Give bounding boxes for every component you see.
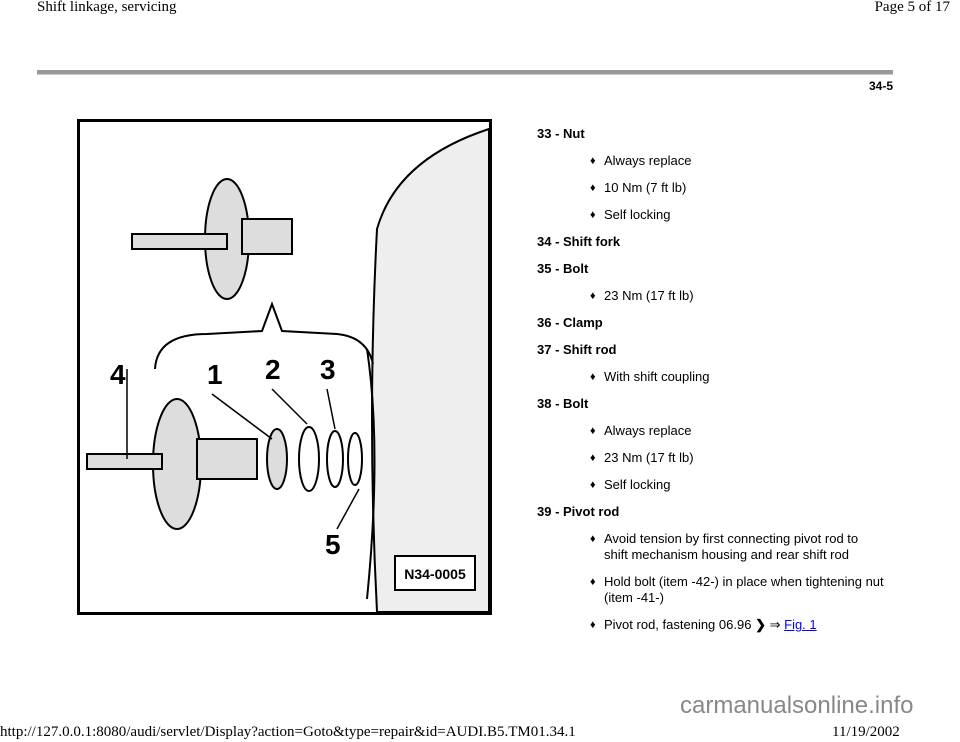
parts-list: 33 - NutAlways replace 10 Nm (7 ft lb) Sel… — [537, 126, 897, 644]
part-note: Self locking — [590, 207, 884, 223]
fig-1-link[interactable]: Fig. 1 — [784, 617, 817, 632]
callout-2: 2 — [265, 354, 281, 385]
part-note: Avoid tension by first connecting pivot … — [590, 531, 884, 563]
part-note: Self locking — [590, 477, 884, 493]
callout-4: 4 — [110, 359, 126, 390]
exploded-view-illustration: 4 1 2 3 5 N34-0005 — [77, 119, 492, 615]
part-heading: 39 - Pivot rod — [537, 504, 620, 519]
footer-date: 11/19/2002 — [832, 724, 900, 740]
part-note: 23 Nm (17 ft lb) — [590, 450, 884, 466]
part-note: Pivot rod, fastening 06.96 — [604, 617, 752, 632]
part-note: With shift coupling — [590, 369, 884, 385]
part-heading: 37 - Shift rod — [537, 342, 617, 357]
part-note: Always replace — [590, 423, 884, 439]
page-number: Page 5 of 17 — [874, 0, 950, 15]
chevron-right-icon: ❯ — [755, 617, 766, 632]
part-heading: 33 - Nut — [537, 126, 585, 141]
part-note-with-link: Pivot rod, fastening 06.96 ❯ ⇒ Fig. 1 — [590, 617, 884, 633]
arrow-icon: ⇒ — [769, 617, 781, 632]
watermark: carmanualsonline.info — [680, 692, 914, 719]
document-title: Shift linkage, servicing — [37, 0, 177, 15]
callout-1: 1 — [207, 359, 223, 390]
part-heading: 34 - Shift fork — [537, 234, 621, 249]
part-note: 10 Nm (7 ft lb) — [590, 180, 884, 196]
footer-url: http://127.0.0.1:8080/audi/servlet/Displ… — [0, 724, 576, 740]
part-note: 23 Nm (17 ft lb) — [590, 288, 884, 304]
callout-5: 5 — [325, 529, 341, 560]
part-heading: 38 - Bolt — [537, 396, 589, 411]
part-heading: 35 - Bolt — [537, 261, 589, 276]
part-note: Always replace — [590, 153, 884, 169]
part-heading: 36 - Clamp — [537, 315, 603, 330]
header-divider — [37, 70, 893, 75]
part-note: Hold bolt (item -42-) in place when tigh… — [590, 574, 884, 606]
callout-3: 3 — [320, 354, 336, 385]
figure-reference: N34-0005 — [404, 566, 466, 582]
section-number: 34-5 — [868, 79, 893, 93]
